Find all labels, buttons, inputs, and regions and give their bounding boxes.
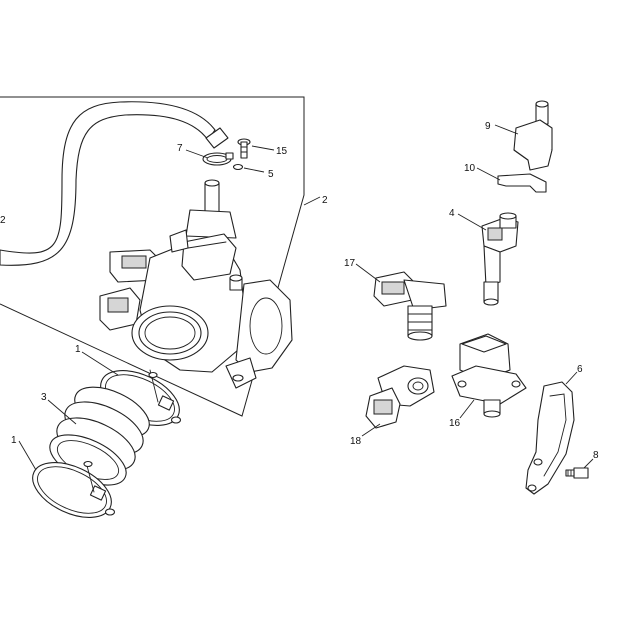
callout-1-upper: 1 bbox=[75, 344, 81, 355]
part-9 bbox=[513, 100, 553, 171]
clamp-lower bbox=[32, 460, 116, 518]
screw-15 bbox=[237, 138, 251, 159]
intake-boot bbox=[49, 386, 150, 486]
callout-15: 15 bbox=[276, 146, 288, 157]
callout-1-lower: 1 bbox=[11, 435, 17, 446]
callout-2: 2 bbox=[322, 195, 328, 206]
washer-5 bbox=[232, 163, 244, 171]
part-16 bbox=[451, 333, 527, 418]
part-18 bbox=[365, 365, 435, 429]
callout-17: 17 bbox=[344, 258, 356, 269]
hose bbox=[0, 101, 229, 266]
part-17 bbox=[373, 271, 447, 341]
callout-6: 6 bbox=[577, 364, 583, 375]
callout-9: 9 bbox=[485, 121, 491, 132]
callout-2-edge: 2 bbox=[0, 215, 6, 226]
callout-7: 7 bbox=[177, 143, 183, 154]
assembly-frame bbox=[0, 96, 305, 417]
part-8 bbox=[565, 467, 589, 479]
callout-8: 8 bbox=[593, 450, 599, 461]
callout-18: 18 bbox=[350, 436, 362, 447]
callout-16: 16 bbox=[449, 418, 461, 429]
part-4 bbox=[481, 212, 519, 306]
callout-5: 5 bbox=[268, 169, 274, 180]
part-6 bbox=[525, 381, 575, 495]
hose-clamp bbox=[202, 152, 234, 166]
part-10 bbox=[497, 173, 547, 193]
throttle-body bbox=[99, 179, 293, 389]
leader-lines bbox=[18, 124, 594, 471]
callout-labels: 2 2 7 15 5 1 3 1 9 10 4 17 18 16 6 8 bbox=[0, 121, 599, 461]
callout-10: 10 bbox=[464, 163, 476, 174]
callout-4: 4 bbox=[449, 208, 455, 219]
callout-3: 3 bbox=[41, 392, 47, 403]
